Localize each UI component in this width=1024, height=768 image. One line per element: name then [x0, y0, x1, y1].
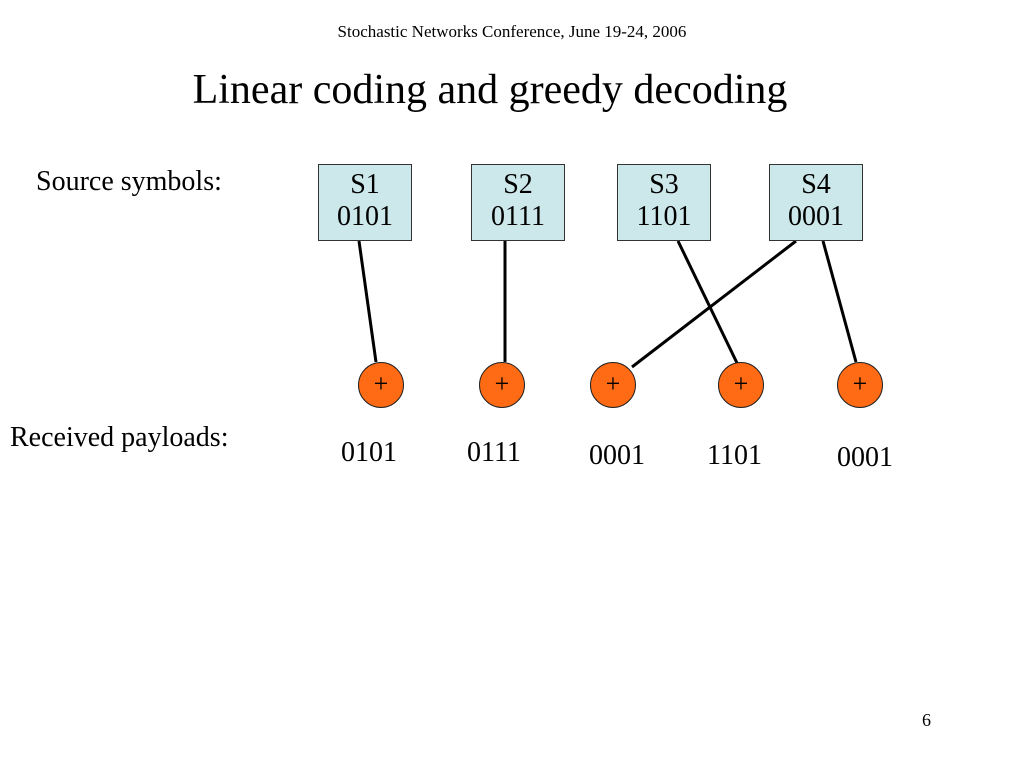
xor-node-4: +	[718, 362, 764, 408]
source-name: S4	[801, 169, 831, 200]
source-bits: 1101	[636, 201, 692, 232]
source-box-s1: S1 0101	[318, 164, 412, 241]
edge-s4-node5	[821, 240, 858, 363]
source-name: S1	[350, 169, 380, 200]
page-number: 6	[922, 710, 931, 730]
payload-1: 0101	[341, 437, 397, 468]
slide-title: Linear coding and greedy decoding	[192, 67, 788, 113]
conference-header: Stochastic Networks Conference, June 19-…	[337, 22, 687, 41]
payload-4: 1101	[707, 440, 762, 471]
xor-node-5: +	[837, 362, 883, 408]
source-bits: 0101	[337, 201, 393, 232]
source-name: S3	[649, 169, 679, 200]
payload-2: 0111	[467, 437, 521, 468]
source-box-s3: S3 1101	[617, 164, 711, 241]
payload-5: 0001	[837, 442, 893, 473]
edge-s3-node4	[676, 240, 739, 364]
xor-node-2: +	[479, 362, 525, 408]
source-bits: 0111	[491, 201, 545, 232]
xor-node-3: +	[590, 362, 636, 408]
edge-s1-node1	[357, 240, 378, 363]
edge-s4-node3	[631, 239, 797, 369]
received-payloads-label: Received payloads:	[10, 422, 229, 453]
source-bits: 0001	[788, 201, 844, 232]
source-box-s4: S4 0001	[769, 164, 863, 241]
payload-3: 0001	[589, 440, 645, 471]
source-box-s2: S2 0111	[471, 164, 565, 241]
source-name: S2	[503, 169, 533, 200]
source-symbols-label: Source symbols:	[36, 166, 222, 197]
xor-node-1: +	[358, 362, 404, 408]
